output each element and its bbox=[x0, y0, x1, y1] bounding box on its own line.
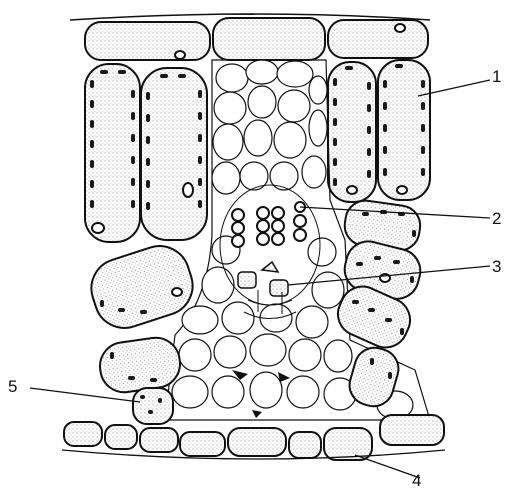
palisade-cells-left bbox=[85, 64, 207, 242]
label-1: 1 bbox=[492, 67, 501, 86]
label-2: 2 bbox=[492, 209, 501, 228]
callout-line-4 bbox=[355, 455, 420, 478]
label-3: 3 bbox=[492, 257, 501, 276]
palisade-cells-right bbox=[328, 60, 430, 202]
label-4: 4 bbox=[412, 471, 421, 490]
upper-epidermis bbox=[70, 14, 430, 60]
lower-epidermis bbox=[62, 415, 445, 460]
label-5: 5 bbox=[8, 377, 17, 396]
